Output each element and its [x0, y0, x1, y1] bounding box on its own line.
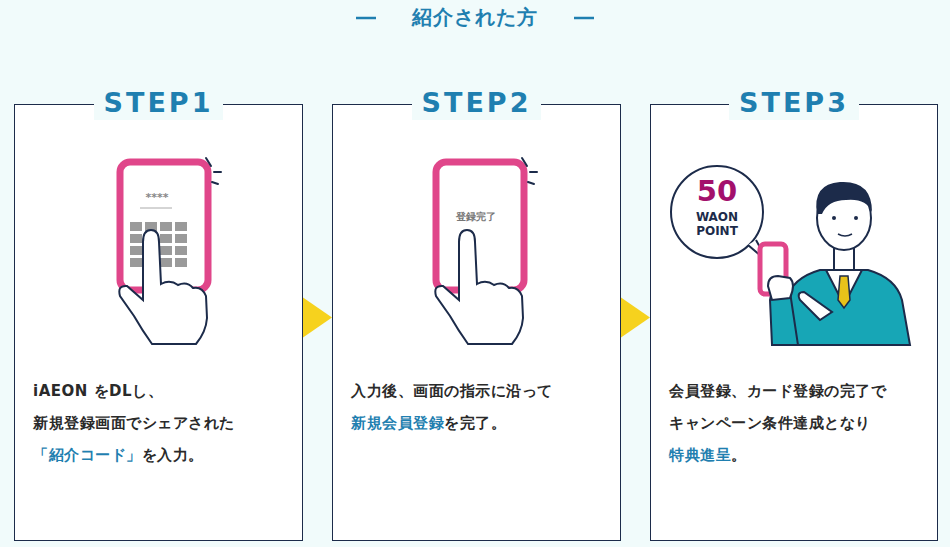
step-heading: STEP1 [94, 86, 224, 120]
body-text: を入力。 [142, 446, 204, 464]
highlight-text: 特典進呈 [669, 446, 731, 464]
step-description: 会員登録、カード登録の完了で キャンペーン条件達成となり特典進呈。 [669, 375, 925, 471]
body-text: を完了。 [444, 414, 506, 432]
title-dash [356, 17, 376, 20]
highlight-text: 「紹介コード」 [33, 446, 142, 464]
illustration-label: 50 [682, 174, 752, 208]
highlight-text: 新規会員登録 [351, 414, 444, 432]
body-text: 。 [731, 446, 747, 464]
step-box: STEP1iAEON をDLし、 新規登録画面でシェアされた「紹介コード」を入力… [14, 104, 303, 541]
step-heading: STEP2 [412, 86, 542, 120]
body-text: 会員登録、カード登録の完了で キャンペーン条件達成となり [669, 375, 925, 439]
diagram-title: 紹介された方 [0, 4, 950, 31]
body-text: iAEON をDLし、 新規登録画面でシェアされた [33, 375, 290, 439]
step-heading: STEP3 [729, 86, 859, 120]
body-text: 入力後、画面の指示に沿って [351, 375, 608, 407]
step-arrow [621, 298, 650, 338]
illustration-label: **** [132, 191, 182, 205]
step-heading-wrap: STEP1 [15, 86, 302, 120]
step-box: STEP2入力後、画面の指示に沿って新規会員登録を完了。 [332, 104, 621, 541]
title-dash [574, 17, 594, 20]
step-heading-wrap: STEP2 [333, 86, 620, 120]
step-description: 入力後、画面の指示に沿って新規会員登録を完了。 [351, 375, 608, 439]
step-description: iAEON をDLし、 新規登録画面でシェアされた「紹介コード」を入力。 [33, 375, 290, 471]
step-box: STEP3会員登録、カード登録の完了で キャンペーン条件達成となり特典進呈。 [650, 104, 938, 541]
step-arrow [303, 298, 332, 338]
illustration-label: WAON POINT [688, 210, 746, 238]
illustration-label: 登録完了 [446, 210, 506, 224]
step-heading-wrap: STEP3 [651, 86, 937, 120]
